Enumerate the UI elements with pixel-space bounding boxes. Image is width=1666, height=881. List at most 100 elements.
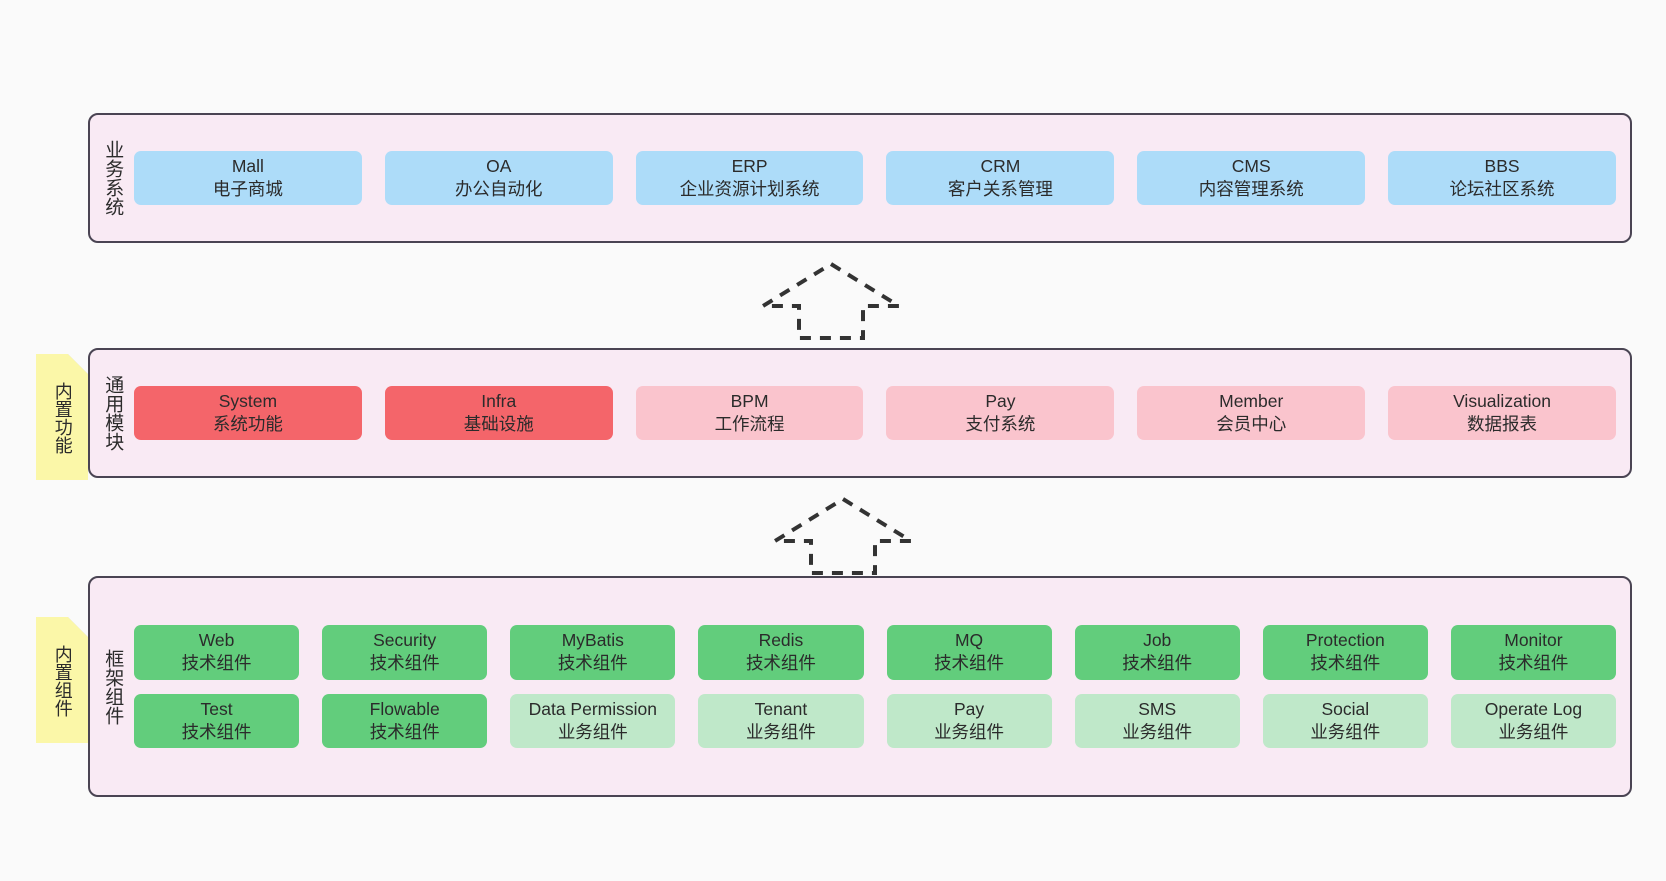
box-title: Operate Log (1484, 698, 1583, 719)
box-subtitle: 业务组件 (1498, 721, 1569, 742)
box-flowable[interactable]: Flowable 技术组件 (322, 693, 488, 748)
box-subtitle: 工作流程 (714, 414, 785, 434)
box-pay-module[interactable]: Pay 支付系统 (886, 385, 1115, 441)
box-test[interactable]: Test 技术组件 (134, 693, 300, 748)
note-fold-cover-icon (68, 354, 88, 374)
box-data-permission[interactable]: Data Permission 业务组件 (510, 693, 676, 748)
box-row: Test 技术组件 Flowable 技术组件 Data Permission … (134, 693, 1616, 748)
box-subtitle: 技术组件 (745, 653, 816, 674)
box-title: Pay (953, 698, 985, 719)
box-social[interactable]: Social 业务组件 (1262, 693, 1428, 748)
layer-body-common-modules: System 系统功能 Infra 基础设施 BPM 工作流程 Pay 支付系统… (134, 350, 1630, 476)
box-subtitle: 技术组件 (369, 653, 440, 674)
box-subtitle: 会员中心 (1216, 414, 1287, 434)
box-mq[interactable]: MQ 技术组件 (886, 625, 1052, 680)
box-subtitle: 办公自动化 (454, 179, 543, 199)
box-bbs[interactable]: BBS 论坛社区系统 (1388, 150, 1616, 206)
box-erp[interactable]: ERP 企业资源计划系统 (635, 150, 864, 206)
box-visualization[interactable]: Visualization 数据报表 (1388, 385, 1616, 441)
box-title: Redis (758, 630, 804, 651)
box-subtitle: 客户关系管理 (947, 179, 1053, 199)
box-member[interactable]: Member 会员中心 (1137, 385, 1366, 441)
box-subtitle: 业务组件 (745, 721, 816, 742)
box-monitor[interactable]: Monitor 技术组件 (1450, 625, 1616, 680)
box-subtitle: 业务组件 (1122, 721, 1193, 742)
box-mybatis[interactable]: MyBatis 技术组件 (510, 625, 676, 680)
box-subtitle: 技术组件 (1498, 653, 1569, 674)
box-redis[interactable]: Redis 技术组件 (698, 625, 864, 680)
box-job[interactable]: Job 技术组件 (1074, 625, 1240, 680)
connector-implement (770, 495, 916, 575)
box-subtitle: 技术组件 (181, 721, 252, 742)
note-builtin-features: 内置功能 (36, 354, 88, 480)
box-title: Social (1321, 698, 1370, 719)
layer-title-business-systems: 业务系统 (102, 140, 124, 216)
box-subtitle: 系统功能 (212, 414, 283, 434)
box-title: Tenant (754, 698, 808, 719)
note-builtin-components: 内置组件 (36, 617, 88, 743)
box-subtitle: 支付系统 (965, 414, 1036, 434)
layer-body-business-systems: Mall 电子商城 OA 办公自动化 ERP 企业资源计划系统 CRM 客户关系… (134, 115, 1630, 241)
box-title: BBS (1484, 155, 1520, 176)
box-title: Job (1143, 630, 1172, 651)
layer-title-common-modules: 通用模块 (102, 375, 124, 451)
box-bpm[interactable]: BPM 工作流程 (635, 385, 864, 441)
box-subtitle: 技术组件 (1310, 653, 1381, 674)
box-title: Infra (481, 390, 517, 411)
box-title: OA (486, 155, 512, 176)
box-subtitle: 技术组件 (369, 721, 440, 742)
box-sms[interactable]: SMS 业务组件 (1074, 693, 1240, 748)
box-title: Member (1219, 390, 1284, 411)
layer-business-systems: 业务系统 Mall 电子商城 OA 办公自动化 ERP 企业资源计划系统 CRM… (88, 113, 1632, 243)
box-infra[interactable]: Infra 基础设施 (384, 385, 613, 441)
box-subtitle: 论坛社区系统 (1449, 179, 1555, 199)
box-title: Test (200, 698, 233, 719)
box-title: SMS (1138, 698, 1177, 719)
box-pay-component[interactable]: Pay 业务组件 (886, 693, 1052, 748)
layer-framework-components: 框架组件 Web 技术组件 Security 技术组件 MyBatis 技术组件… (88, 576, 1632, 797)
box-row: System 系统功能 Infra 基础设施 BPM 工作流程 Pay 支付系统… (134, 385, 1616, 441)
box-title: Web (198, 630, 235, 651)
box-title: Security (373, 630, 437, 651)
box-title: System (218, 390, 278, 411)
box-subtitle: 技术组件 (557, 653, 628, 674)
box-title: Mall (231, 155, 264, 176)
box-title: Pay (985, 390, 1016, 411)
box-subtitle: 业务组件 (1310, 721, 1381, 742)
box-subtitle: 技术组件 (181, 653, 252, 674)
box-title: Flowable (369, 698, 440, 719)
box-title: BPM (730, 390, 769, 411)
box-system[interactable]: System 系统功能 (134, 385, 362, 441)
box-cms[interactable]: CMS 内容管理系统 (1137, 150, 1366, 206)
box-row: Mall 电子商城 OA 办公自动化 ERP 企业资源计划系统 CRM 客户关系… (134, 150, 1616, 206)
box-title: Monitor (1504, 630, 1563, 651)
box-tenant[interactable]: Tenant 业务组件 (698, 693, 864, 748)
box-oa[interactable]: OA 办公自动化 (384, 150, 613, 206)
box-subtitle: 内容管理系统 (1198, 179, 1304, 199)
box-subtitle: 基础设施 (463, 414, 534, 434)
box-title: ERP (731, 155, 768, 176)
box-subtitle: 技术组件 (934, 653, 1005, 674)
layer-common-modules: 通用模块 System 系统功能 Infra 基础设施 BPM 工作流程 Pay… (88, 348, 1632, 478)
note-text: 内置组件 (52, 645, 73, 717)
box-mall[interactable]: Mall 电子商城 (134, 150, 362, 206)
note-text: 内置功能 (52, 382, 73, 454)
box-title: Data Permission (528, 698, 657, 719)
box-crm[interactable]: CRM 客户关系管理 (886, 150, 1115, 206)
box-subtitle: 业务组件 (934, 721, 1005, 742)
box-title: MQ (954, 630, 984, 651)
box-title: CMS (1231, 155, 1271, 176)
box-title: MyBatis (561, 630, 624, 651)
box-web[interactable]: Web 技术组件 (134, 625, 300, 680)
box-operate-log[interactable]: Operate Log 业务组件 (1450, 693, 1616, 748)
connector-build (758, 260, 904, 340)
note-fold-cover-icon (68, 617, 88, 637)
box-title: Visualization (1453, 390, 1552, 411)
box-subtitle: 数据报表 (1467, 414, 1538, 434)
box-subtitle: 业务组件 (557, 721, 628, 742)
box-protection[interactable]: Protection 技术组件 (1262, 625, 1428, 680)
box-subtitle: 电子商城 (212, 179, 283, 199)
box-subtitle: 技术组件 (1122, 653, 1193, 674)
box-security[interactable]: Security 技术组件 (322, 625, 488, 680)
